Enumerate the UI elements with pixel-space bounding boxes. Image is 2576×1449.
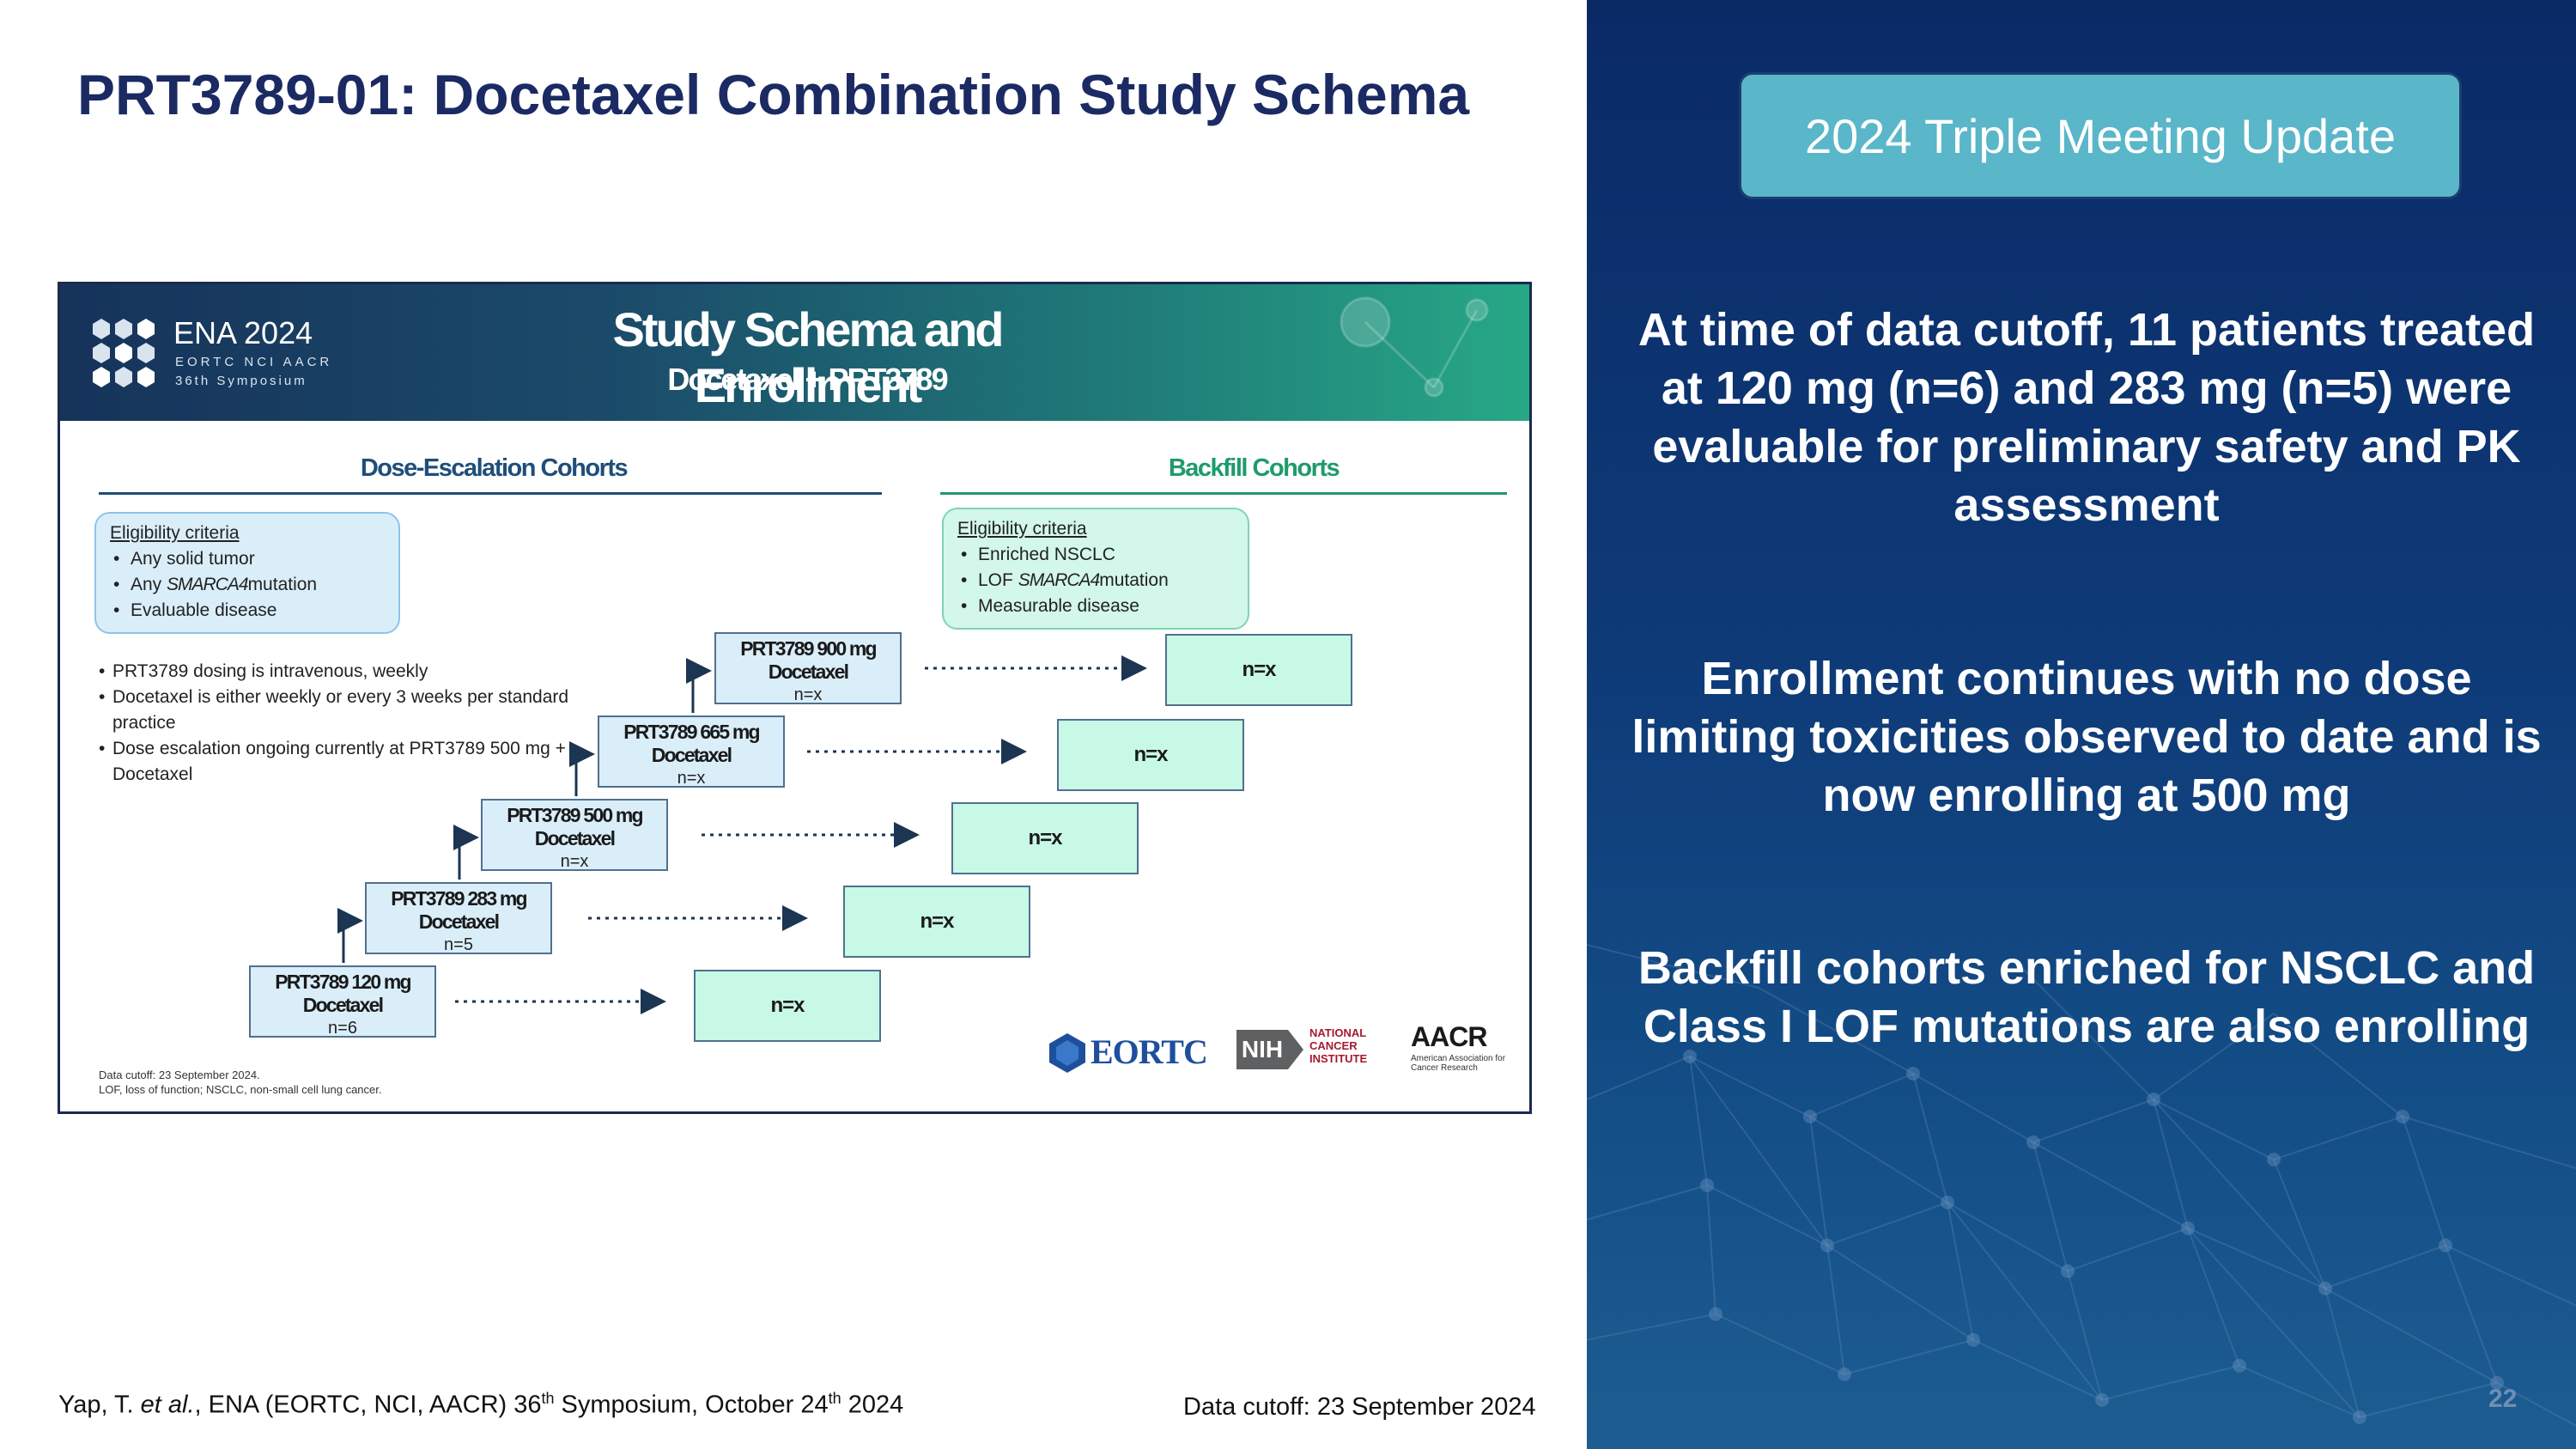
meeting-update-badge: 2024 Triple Meeting Update — [1739, 72, 2462, 199]
schema-title: Study Schema and Enrollment — [612, 302, 1004, 412]
eligibility-item: LOF SMARCA4mutation — [961, 568, 1234, 594]
eortc-logo-text: EORTC — [1091, 1032, 1208, 1071]
backfill-heading: Backfill Cohorts — [1168, 454, 1340, 482]
backfill-rule — [940, 492, 1507, 495]
backfill-cohort-box-283mg: n=x — [843, 886, 1030, 958]
summary-paragraph-1: At time of data cutoff, 11 patients trea… — [1637, 304, 2536, 531]
eligibility-item: Any solid tumor — [113, 546, 385, 572]
citation: Yap, T. et al., ENA (EORTC, NCI, AACR) 3… — [58, 1390, 904, 1419]
dose-escalation-heading: Dose-Escalation Cohorts — [360, 454, 629, 482]
page-number: 22 — [2488, 1385, 2518, 1413]
backfill-eligibility-box: Eligibility criteria Enriched NSCLC LOF … — [942, 508, 1249, 630]
eligibility-item: Evaluable disease — [113, 598, 385, 624]
note-item: PRT3789 dosing is intravenous, weekly — [99, 659, 580, 685]
data-cutoff-footer: Data cutoff: 23 September 2024 — [1183, 1393, 1536, 1421]
ena-hexagon-logo-icon — [93, 319, 155, 387]
eligibility-title: Eligibility criteria — [957, 519, 1087, 539]
summary-paragraph-3: Backfill cohorts enriched for NSCLC and … — [1637, 942, 2536, 1052]
schema-subtitle: Docetaxel + PRT3789 — [667, 362, 948, 397]
dosing-notes: PRT3789 dosing is intravenous, weekly Do… — [99, 659, 580, 788]
dose-escalation-rule — [99, 492, 882, 495]
aacr-logo-subtext: American Association for Cancer Research — [1411, 1054, 1506, 1073]
nih-logo-arrow-icon — [1288, 1030, 1303, 1069]
backfill-cohort-box-500mg: n=x — [951, 802, 1139, 874]
eligibility-title: Eligibility criteria — [110, 523, 240, 543]
aacr-logo-text: AACR — [1411, 1021, 1487, 1052]
eligibility-item: Any SMARCA4mutation — [113, 572, 385, 598]
schema-header: ENA 2024 EORTC NCI AACR 36th Symposium S… — [60, 284, 1529, 421]
backfill-cohort-box-120mg: n=x — [694, 970, 881, 1042]
nci-logo-text: NATIONAL CANCER INSTITUTE — [1309, 1026, 1368, 1065]
eligibility-item: Measurable disease — [961, 594, 1234, 619]
ena-logo-name: ENA 2024 — [173, 315, 313, 350]
eortc-logo-icon — [1049, 1033, 1085, 1073]
network-background — [1587, 944, 2576, 1427]
slide-title: PRT3789-01: Docetaxel Combination Study … — [77, 63, 1470, 126]
backfill-cohort-box-665mg: n=x — [1057, 719, 1244, 791]
note-item: Dose escalation ongoing currently at PRT… — [99, 736, 580, 788]
right-panel — [1587, 0, 2576, 1449]
ena-logo-orgs: EORTC NCI AACR — [175, 355, 333, 369]
eligibility-item: Enriched NSCLC — [961, 542, 1234, 568]
ena-logo-symposium: 36th Symposium — [175, 374, 307, 388]
dose-eligibility-box: Eligibility criteria Any solid tumor Any… — [94, 512, 400, 634]
summary-paragraph-2: Enrollment continues with no dose limiti… — [1631, 653, 2542, 821]
backfill-cohort-box-900mg: n=x — [1165, 634, 1352, 706]
study-schema-figure: ENA 2024 EORTC NCI AACR 36th Symposium S… — [58, 282, 1532, 1114]
molecule-decoration-icon — [1340, 296, 1489, 398]
schema-cutoff-footnote: Data cutoff: 23 September 2024. — [99, 1068, 260, 1081]
schema-abbreviation-footnote: LOF, loss of function; NSCLC, non-small … — [99, 1083, 382, 1096]
note-item: Docetaxel is either weekly or every 3 we… — [99, 685, 580, 736]
nih-logo: NIH — [1236, 1030, 1288, 1069]
